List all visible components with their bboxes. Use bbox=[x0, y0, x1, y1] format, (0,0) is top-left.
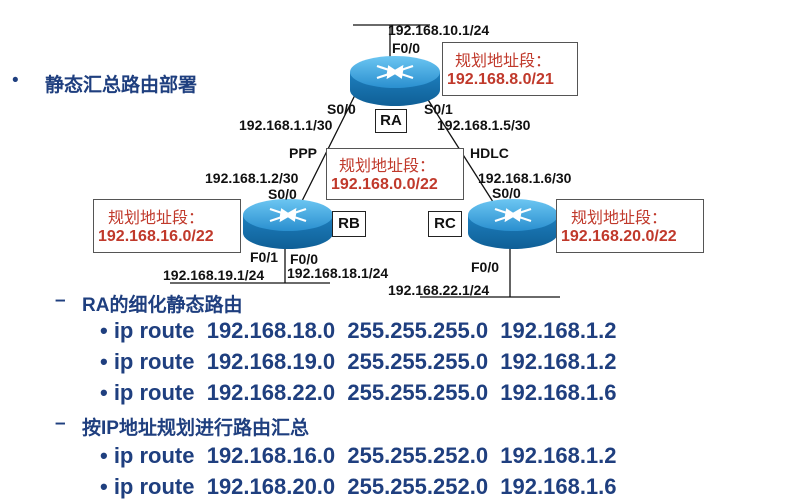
rb-f01-ip: 192.168.19.1/24 bbox=[163, 267, 265, 283]
plan-rc-value: 192.168.20.0/22 bbox=[561, 228, 677, 245]
ra-s00-label: S0/0 bbox=[327, 101, 356, 117]
rb-s00-label: S0/0 bbox=[268, 186, 297, 202]
plan-wan-heading: 规划地址段： bbox=[339, 158, 436, 175]
router-rc-label: RC bbox=[428, 211, 462, 237]
router-ra-label: RA bbox=[375, 109, 407, 133]
rc-f00-label: F0/0 bbox=[471, 259, 500, 275]
router-rb-label: RB bbox=[332, 211, 366, 237]
ra-s01-ip: 192.168.1.5/30 bbox=[437, 117, 531, 133]
plan-rc-heading: 规划地址段： bbox=[571, 210, 668, 227]
plan-box-rc: 规划地址段： 192.168.20.0/22 bbox=[556, 199, 704, 253]
rc-s00-ip: 192.168.1.6/30 bbox=[478, 170, 572, 186]
plan-rb-heading: 规划地址段： bbox=[108, 210, 205, 227]
route-line: • ip route 192.168.20.0 255.255.252.0 19… bbox=[100, 474, 617, 499]
title-bullet: • bbox=[12, 70, 19, 91]
rc-f00-ip: 192.168.22.1/24 bbox=[388, 282, 490, 298]
plan-wan-value: 192.168.0.0/22 bbox=[331, 176, 438, 193]
plan-box-wan: 规划地址段： 192.168.0.0/22 bbox=[326, 148, 464, 200]
ra-f0-label: F0/0 bbox=[392, 40, 421, 56]
rb-f00-ip: 192.168.18.1/24 bbox=[287, 265, 389, 281]
section-title: RA的细化静态路由 bbox=[82, 295, 243, 316]
rb-f00-label: F0/0 bbox=[290, 251, 319, 267]
plan-rb-value: 192.168.16.0/22 bbox=[98, 228, 214, 245]
route-line: • ip route 192.168.16.0 255.255.252.0 19… bbox=[100, 443, 617, 468]
link-ppp-label: PPP bbox=[289, 145, 318, 161]
route-line: • ip route 192.168.22.0 255.255.255.0 19… bbox=[100, 380, 617, 405]
rb-f01-label: F0/1 bbox=[250, 249, 279, 265]
router-icon bbox=[468, 199, 558, 249]
section-dash: – bbox=[55, 290, 66, 311]
rb-s00-ip: 192.168.1.2/30 bbox=[205, 170, 299, 186]
route-line: • ip route 192.168.19.0 255.255.255.0 19… bbox=[100, 349, 617, 374]
ra-s01-label: S0/1 bbox=[424, 101, 453, 117]
route-line: • ip route 192.168.18.0 255.255.255.0 19… bbox=[100, 318, 617, 343]
ra-f0-ip: 192.168.10.1/24 bbox=[388, 22, 490, 38]
section-dash: – bbox=[55, 413, 66, 434]
page-title: 静态汇总路由部署 bbox=[45, 75, 198, 96]
rc-s00-label: S0/0 bbox=[492, 185, 521, 201]
router-icon bbox=[350, 56, 440, 106]
plan-box-rb: 规划地址段： 192.168.16.0/22 bbox=[93, 199, 241, 253]
plan-ra-heading: 规划地址段： bbox=[455, 53, 552, 70]
plan-box-ra: 规划地址段： 192.168.8.0/21 bbox=[442, 42, 578, 96]
section-title: 按IP地址规划进行路由汇总 bbox=[82, 418, 309, 439]
plan-ra-value: 192.168.8.0/21 bbox=[447, 71, 554, 88]
link-hdlc-label: HDLC bbox=[470, 145, 509, 161]
ra-s00-ip: 192.168.1.1/30 bbox=[239, 117, 333, 133]
router-icon bbox=[243, 199, 333, 249]
